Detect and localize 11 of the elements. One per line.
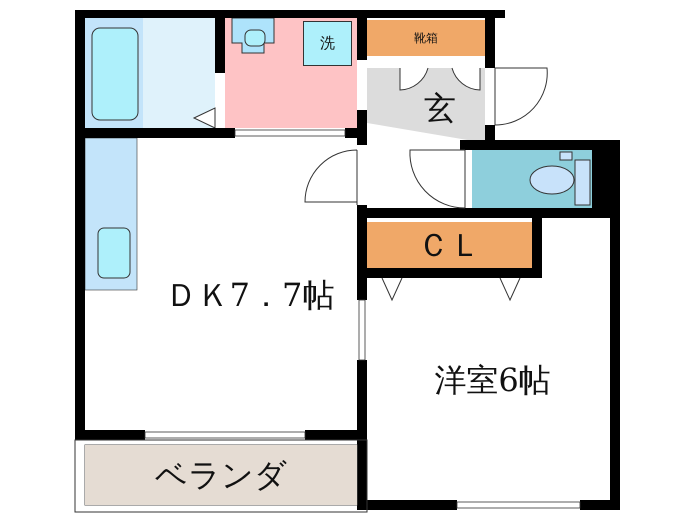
room-label: 洗: [320, 36, 335, 51]
room-label: 靴箱: [414, 32, 438, 44]
room-label: ベランダ: [155, 459, 287, 491]
balcony-area: [85, 445, 357, 505]
room-label: ＣＬ: [418, 229, 482, 261]
room-label: ＤＫ7．7帖: [166, 279, 334, 311]
shoe-cabinet: [367, 20, 485, 56]
closet-area: [367, 222, 532, 268]
room-label: 洋室6帖: [434, 364, 551, 396]
washer-area: [303, 21, 352, 66]
room-label: 玄: [424, 92, 456, 124]
